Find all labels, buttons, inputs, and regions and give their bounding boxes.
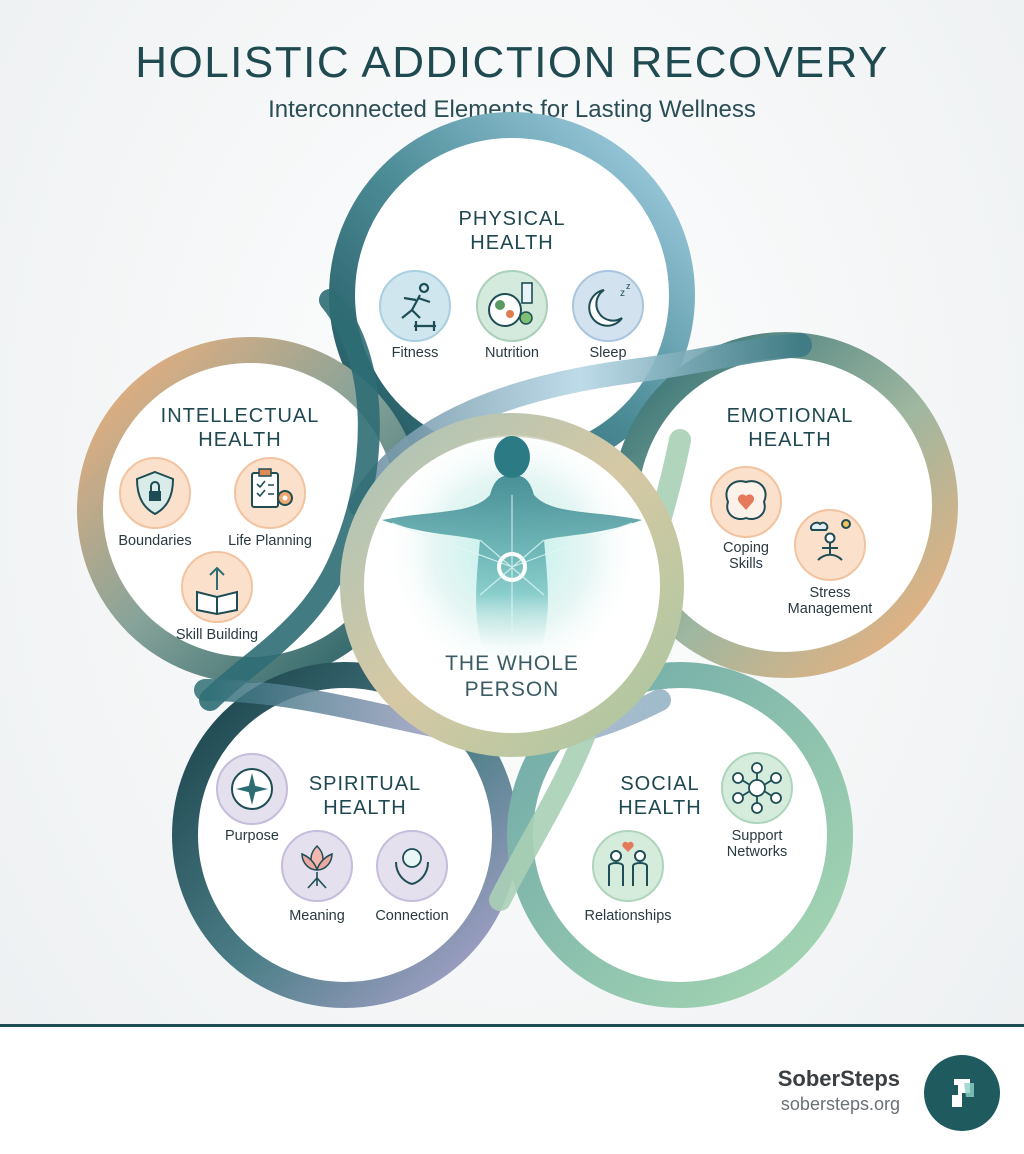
physical-heading-line1: PHYSICAL [459, 208, 566, 230]
skill-building-item: Skill Building [176, 551, 258, 643]
coping-skills-item: Coping Skills [710, 466, 782, 572]
whole-person-figure-icon [382, 436, 642, 645]
nutrition-item: Nutrition [476, 270, 548, 361]
svg-text:z: z [620, 288, 625, 299]
physical-heading-line2: HEALTH [470, 232, 553, 254]
stress-management-label-line2: Management [788, 601, 873, 617]
compass-icon [231, 768, 273, 810]
sleep-item: z z Sleep [572, 270, 644, 361]
meaning-item: Meaning [281, 830, 353, 924]
fitness-item: Fitness [379, 270, 451, 361]
shield-lock-icon [135, 470, 175, 516]
sleep-label: Sleep [589, 345, 626, 361]
relationships-label: Relationships [584, 908, 671, 924]
relationships-item: Relationships [584, 830, 672, 924]
svg-text:z: z [626, 281, 631, 291]
purpose-item: Purpose [216, 753, 288, 844]
healthy-food-icon [488, 282, 533, 327]
spiritual-heading-line2: HEALTH [323, 797, 406, 819]
social-heading-line2: HEALTH [618, 797, 701, 819]
sobersteps-logo-icon [924, 1055, 1000, 1131]
brand-block[interactable]: SoberSteps sobersteps.org [778, 1066, 900, 1115]
support-networks-label-line2: Networks [727, 844, 787, 860]
social-heading-line1: SOCIAL [620, 773, 699, 795]
boundaries-item: Boundaries [118, 457, 192, 549]
connector-band-left [199, 289, 380, 711]
page-title: HOLISTIC ADDICTION RECOVERY [135, 38, 889, 87]
center-label-line1: THE WHOLE [445, 652, 579, 675]
brand-name: SoberSteps [777, 1066, 900, 1091]
fitness-label: Fitness [392, 345, 439, 361]
footer-divider [0, 1024, 1024, 1027]
footer [0, 1027, 1024, 1154]
book-arrow-icon [196, 566, 238, 616]
brain-heart-icon [725, 480, 767, 520]
intellectual-heading-line1: INTELLECTUAL [161, 405, 320, 427]
meaning-label: Meaning [289, 908, 345, 924]
stress-management-label-line1: Stress [809, 585, 850, 601]
center-label-line2: PERSON [465, 678, 560, 701]
purpose-label: Purpose [225, 828, 279, 844]
coping-skills-label-line2: Skills [729, 556, 763, 572]
wellness-diagram: THE WHOLE PERSON PHYSICAL HEALTH Fitness… [77, 112, 958, 1008]
two-people-heart-icon [608, 841, 648, 886]
stress-management-item: Stress Management [788, 509, 873, 617]
lotus-roots-icon [301, 844, 333, 889]
network-people-icon [732, 762, 782, 814]
clipboard-gear-icon [251, 468, 293, 508]
emotional-heading-line2: HEALTH [748, 429, 831, 451]
nutrition-label: Nutrition [485, 345, 539, 361]
support-networks-label-line1: Support [732, 828, 783, 844]
moon-zzz-icon: z z [588, 281, 631, 327]
boundaries-label: Boundaries [118, 533, 191, 549]
connection-item: Connection [375, 830, 449, 924]
hands-orb-icon [395, 848, 429, 885]
life-planning-item: Life Planning [228, 457, 312, 549]
connection-label: Connection [375, 908, 448, 924]
spiritual-heading-line1: SPIRITUAL [309, 773, 421, 795]
life-planning-label: Life Planning [228, 533, 312, 549]
coping-skills-label-line1: Coping [723, 540, 769, 556]
brand-url[interactable]: sobersteps.org [780, 1094, 900, 1114]
intellectual-heading-line2: HEALTH [198, 429, 281, 451]
spiritual-ring [172, 662, 518, 1008]
emotional-heading-line1: EMOTIONAL [727, 405, 854, 427]
runner-dumbbell-icon [401, 282, 436, 331]
skill-building-label: Skill Building [176, 627, 258, 643]
support-networks-item: Support Networks [721, 752, 793, 860]
meditation-icon [810, 519, 851, 561]
